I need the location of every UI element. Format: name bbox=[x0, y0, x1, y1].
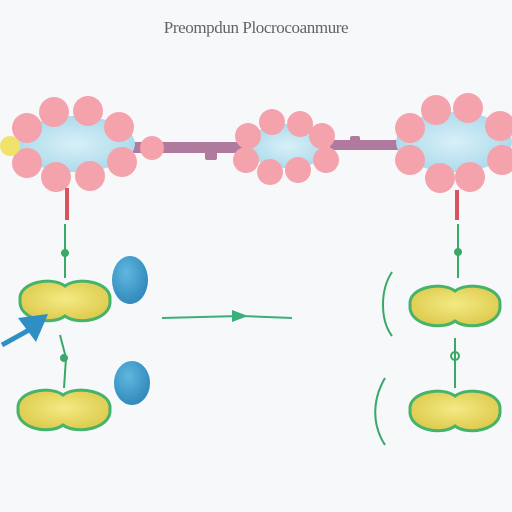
green-arrow bbox=[161, 310, 293, 322]
cell-right-upper-body bbox=[408, 284, 502, 328]
cell-left-lower bbox=[16, 361, 150, 432]
complex-center-core bbox=[246, 124, 330, 168]
diagram-title: Preompdun Plocrocoanmure bbox=[163, 18, 349, 37]
complex-right-beads bbox=[395, 93, 512, 193]
complex-right-core bbox=[396, 112, 512, 172]
cell-right-lower bbox=[374, 377, 502, 446]
complex-left bbox=[0, 96, 164, 192]
cells-right bbox=[374, 271, 502, 446]
cells-left bbox=[16, 256, 150, 432]
blue-arrow-head bbox=[18, 314, 48, 342]
bracket-right-lower bbox=[374, 377, 386, 446]
complex-left-yellow-dot bbox=[0, 136, 20, 156]
stem-left-lower-node bbox=[60, 354, 68, 362]
ball-left-lower bbox=[114, 361, 150, 405]
stem-right-red bbox=[455, 190, 459, 220]
stem-left-red bbox=[65, 188, 69, 220]
ball-left-upper bbox=[112, 256, 148, 304]
rod-right-tab bbox=[350, 136, 360, 146]
stem-right-lower-node bbox=[450, 351, 460, 361]
green-stems bbox=[59, 224, 462, 389]
stem-left-node bbox=[61, 249, 69, 257]
rod-left-tab bbox=[205, 150, 217, 160]
complex-left-beads bbox=[12, 96, 164, 192]
red-stems bbox=[65, 188, 459, 220]
bracket-right-upper bbox=[382, 271, 393, 337]
cell-right-lower-body bbox=[408, 389, 502, 433]
complex-center bbox=[233, 109, 339, 185]
cell-right-upper bbox=[382, 271, 502, 337]
green-arrow-right bbox=[241, 315, 293, 319]
green-arrow-head bbox=[232, 310, 248, 322]
green-arrow-left bbox=[161, 315, 241, 319]
stem-right-node bbox=[454, 248, 462, 256]
complex-center-beads bbox=[233, 109, 339, 185]
cell-left-lower-body bbox=[16, 388, 112, 432]
cell-left-upper bbox=[18, 256, 148, 323]
complex-right bbox=[395, 93, 512, 193]
cell-left-upper-body bbox=[18, 279, 112, 323]
blue-arrow bbox=[0, 314, 48, 348]
